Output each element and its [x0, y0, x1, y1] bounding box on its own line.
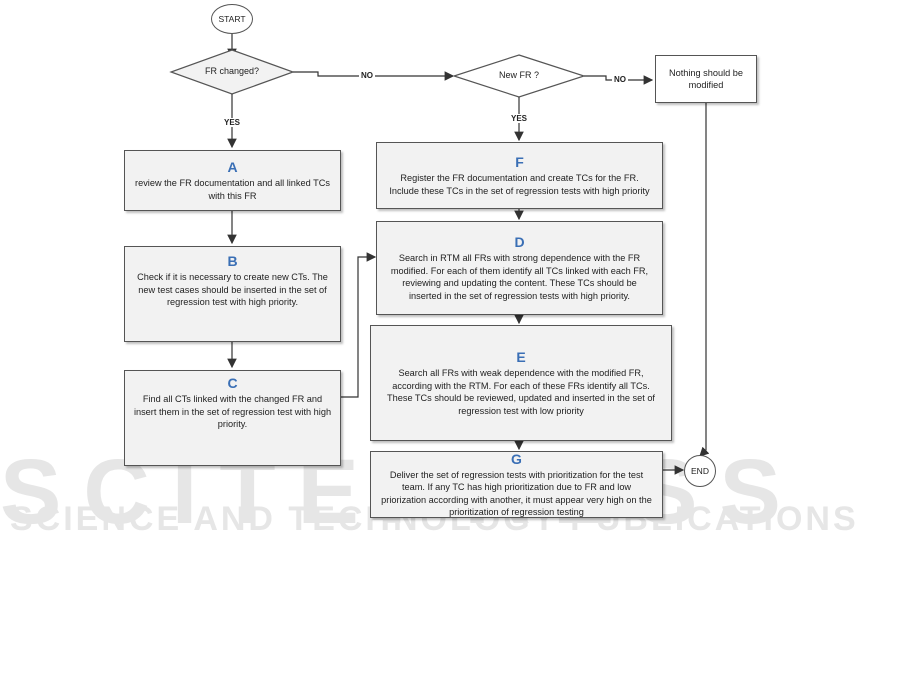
- box-A: A review the FR documentation and all li…: [124, 150, 341, 211]
- decision2-label: New FR ?: [498, 70, 539, 80]
- nothing-modified-box: Nothing should be modified: [655, 55, 757, 103]
- edge-label-no-1: NO: [359, 71, 375, 80]
- box-F-text: Register the FR documentation and create…: [389, 173, 650, 196]
- end-node: END: [684, 455, 716, 487]
- edge-label-no-2: NO: [612, 75, 628, 84]
- box-B-text: Check if it is necessary to create new C…: [137, 272, 328, 307]
- edge-decision2-nothing-no: [584, 75, 654, 85]
- edge-C-D: [341, 252, 377, 398]
- edge-decision1-decision2-no: [293, 71, 455, 81]
- box-G: G Deliver the set of regression tests wi…: [370, 451, 663, 518]
- box-G-letter: G: [511, 450, 522, 467]
- box-B-letter: B: [227, 253, 238, 269]
- box-D-text: Search in RTM all FRs with strong depend…: [390, 253, 649, 301]
- box-A-text: review the FR documentation and all link…: [135, 178, 330, 201]
- box-C-letter: C: [227, 375, 238, 391]
- box-E-letter: E: [516, 349, 526, 365]
- box-A-letter: A: [227, 159, 238, 175]
- decision1-label: FR changed?: [204, 66, 260, 76]
- box-G-text: Deliver the set of regression tests with…: [381, 469, 652, 518]
- box-C-text: Find all CTs linked with the changed FR …: [133, 394, 332, 429]
- edge-nothing-end: [699, 103, 710, 457]
- box-D: D Search in RTM all FRs with strong depe…: [376, 221, 663, 315]
- box-E: E Search all FRs with weak dependence wi…: [370, 325, 672, 441]
- box-F-letter: F: [515, 154, 524, 170]
- box-B: B Check if it is necessary to create new…: [124, 246, 341, 342]
- edge-label-yes-2: YES: [509, 114, 530, 123]
- box-F: F Register the FR documentation and crea…: [376, 142, 663, 209]
- edge-label-yes-1: YES: [222, 118, 243, 127]
- box-C: C Find all CTs linked with the changed F…: [124, 370, 341, 466]
- start-node: START: [211, 4, 253, 34]
- box-E-text: Search all FRs with weak dependence with…: [387, 368, 655, 416]
- nothing-modified-text: Nothing should be modified: [668, 67, 744, 91]
- box-D-letter: D: [514, 234, 525, 250]
